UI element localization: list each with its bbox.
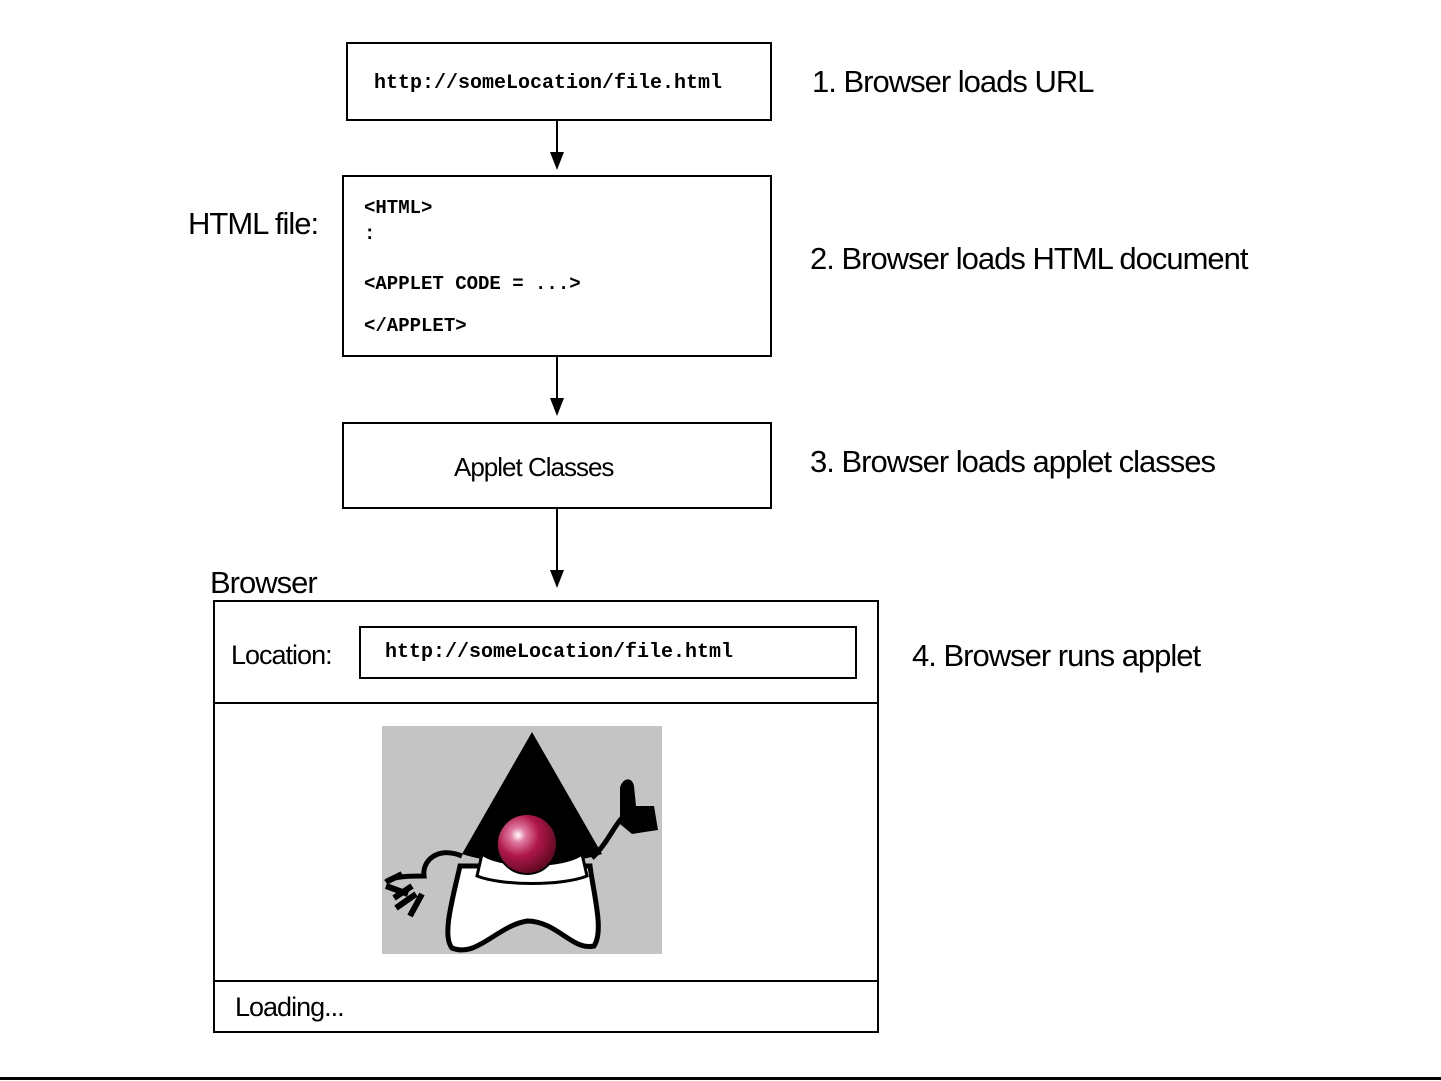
code-line-applet-close: </APPLET> [364,315,467,337]
step-1-label: 1. Browser loads URL [812,64,1095,99]
arrow-1-line [556,121,558,155]
code-line-applet-open: <APPLET CODE = ...> [364,273,581,295]
location-label: Location: [231,640,333,670]
page-bottom-border [0,1077,1441,1080]
url-text: http://someLocation/file.html [374,72,723,95]
location-value: http://someLocation/file.html [385,641,734,664]
browser-title: Browser [210,565,318,600]
step-3-label: 3. Browser loads applet classes [810,444,1216,479]
arrow-3-head [550,570,564,588]
status-text: Loading... [235,992,345,1022]
html-file-box: <HTML> : <APPLET CODE = ...> </APPLET> [342,175,772,357]
applet-image [382,726,662,954]
status-divider [213,980,879,982]
location-divider [213,702,879,704]
url-box: http://someLocation/file.html [346,42,772,121]
applet-classes-text: Applet Classes [454,452,614,482]
applet-classes-box: Applet Classes [342,422,772,509]
step-4-label: 4. Browser runs applet [912,638,1201,673]
browser-window: Location: http://someLocation/file.html [213,600,879,1033]
arrow-1-head [550,152,564,170]
html-file-label: HTML file: [188,206,319,241]
arrow-2-line [556,357,558,401]
step-2-label: 2. Browser loads HTML document [810,241,1248,276]
arrow-3-line [556,509,558,573]
location-field: http://someLocation/file.html [359,626,857,679]
code-line-html-open: <HTML> [364,197,433,219]
arrow-2-head [550,398,564,416]
duke-mascot-icon [384,732,658,953]
code-line-ellipsis: : [364,223,376,245]
